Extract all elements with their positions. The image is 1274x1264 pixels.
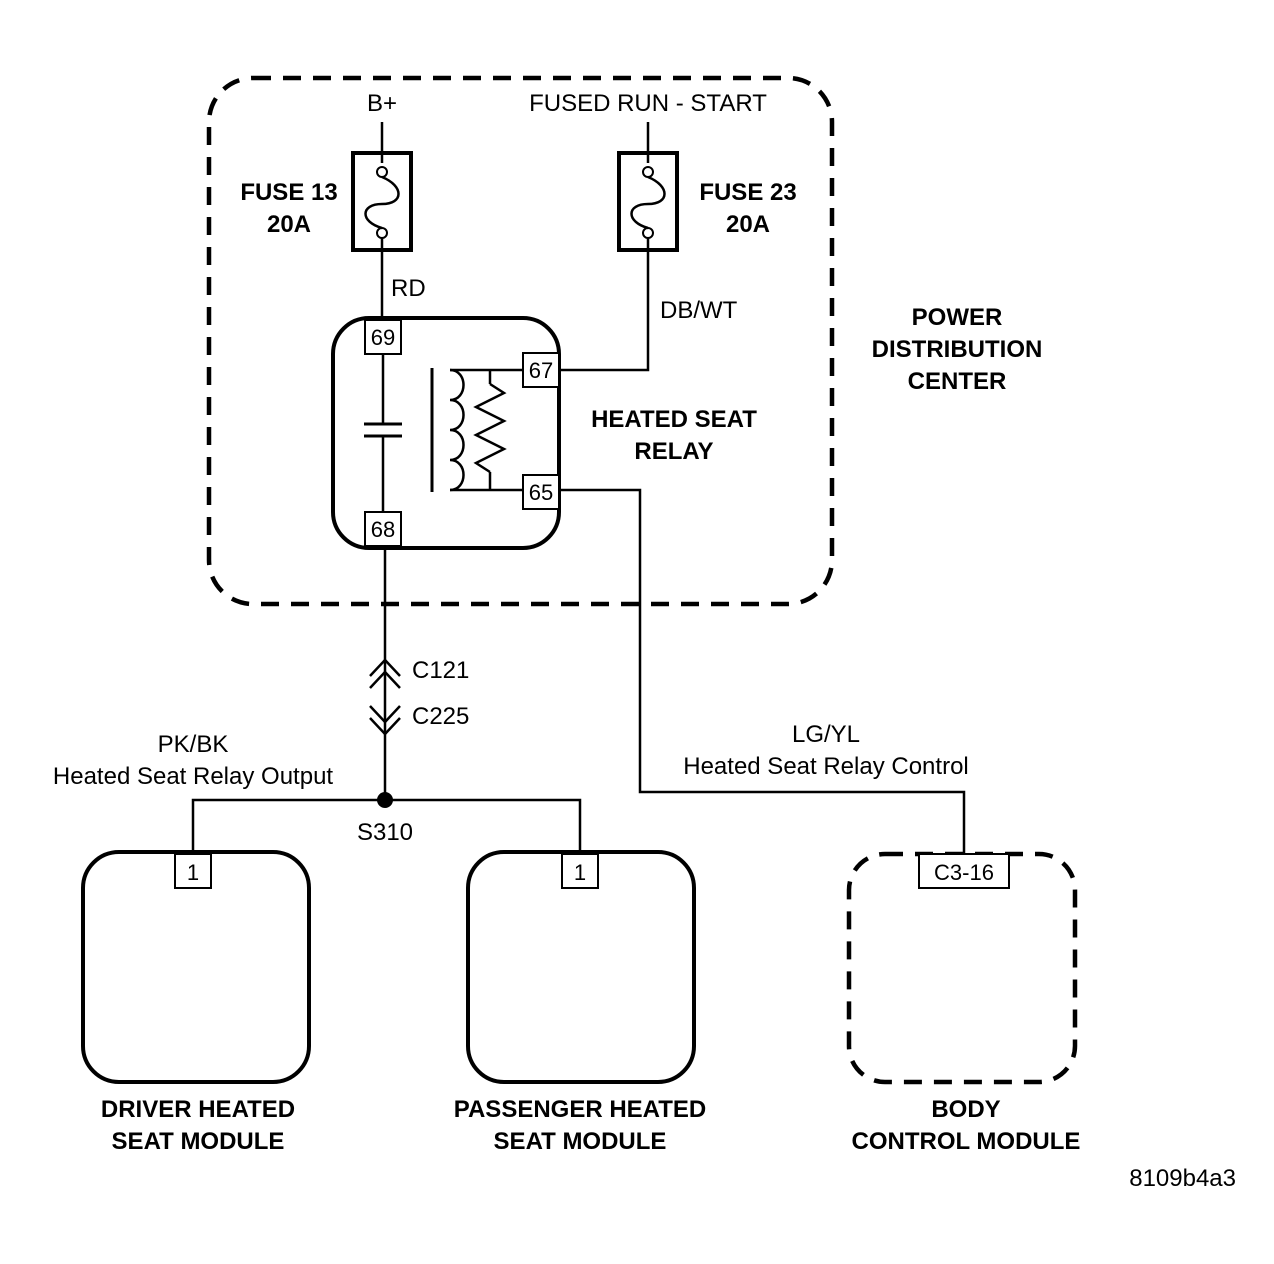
passenger-seat-module-line1: PASSENGER HEATED [454, 1096, 706, 1123]
fuse-23-name: FUSE 23 [699, 179, 796, 206]
fuse-23-rating: 20A [726, 211, 770, 238]
fuse-13-rating: 20A [267, 211, 311, 238]
relay-title-line1: HEATED SEAT [591, 406, 757, 433]
svg-text:65: 65 [529, 480, 553, 505]
relay-title-line2: RELAY [634, 438, 713, 465]
body-control-module-line1: BODY [931, 1096, 1000, 1123]
pdc-label-line1: POWER [912, 304, 1003, 331]
driver-seat-module-pin [174, 853, 212, 889]
svg-text:C3-16: C3-16 [934, 860, 994, 885]
fuse-13 [351, 122, 413, 318]
svg-text:1: 1 [574, 860, 586, 885]
relay-pin-68 [364, 511, 402, 547]
passenger-seat-module-pin [561, 853, 599, 889]
wire-pk-bk-label: PK/BK [158, 731, 229, 758]
driver-seat-module-line1: DRIVER HEATED [101, 1096, 295, 1123]
pdc-boundary [206, 75, 835, 607]
fuse-13-name: FUSE 13 [240, 179, 337, 206]
body-control-module-line2: CONTROL MODULE [852, 1128, 1081, 1155]
pdc-label-line3: CENTER [908, 368, 1007, 395]
connector-c225-label: C225 [412, 703, 469, 730]
relay-pin-65 [522, 474, 560, 510]
driver-seat-module-line2: SEAT MODULE [112, 1128, 285, 1155]
svg-text:1: 1 [187, 860, 199, 885]
driver-seat-module [81, 850, 311, 1084]
fused-run-start-label: FUSED RUN - START [529, 90, 767, 117]
body-control-module-pin [918, 853, 1010, 889]
heated-seat-relay [331, 316, 966, 854]
splice-s310-dot [377, 792, 393, 808]
splice-s310-label: S310 [357, 819, 413, 846]
svg-text:68: 68 [371, 517, 395, 542]
battery-label: B+ [367, 90, 397, 117]
wire-lg-yl-label: LG/YL [792, 721, 860, 748]
relay-pin-69 [364, 319, 402, 355]
relay-output-wire [369, 546, 401, 800]
passenger-seat-module [466, 850, 696, 1084]
svg-text:69: 69 [371, 325, 395, 350]
wire-pk-bk-desc: Heated Seat Relay Output [53, 763, 334, 790]
wire-db-wt-label: DB/WT [660, 297, 738, 324]
figure-id: 8109b4a3 [1129, 1165, 1236, 1192]
connector-c121-label: C121 [412, 657, 469, 684]
passenger-seat-module-line2: SEAT MODULE [494, 1128, 667, 1155]
fuse-23 [558, 122, 679, 372]
pdc-label-line2: DISTRIBUTION [872, 336, 1043, 363]
relay-pin-67 [522, 352, 560, 388]
svg-text:67: 67 [529, 358, 553, 383]
wire-lg-yl-desc: Heated Seat Relay Control [683, 753, 969, 780]
wire-rd-label: RD [391, 275, 426, 302]
